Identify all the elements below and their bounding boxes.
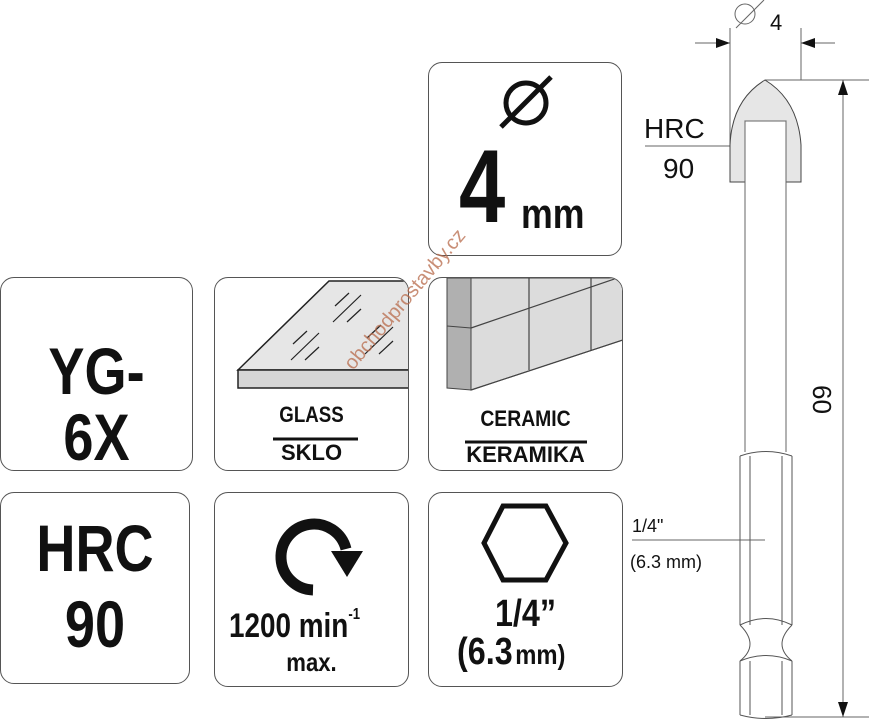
ceramic-card: CERAMIC KERAMIKA — [428, 277, 623, 471]
glass-label-cz: SKLO — [280, 440, 343, 465]
hardness-line2: 90 — [64, 587, 126, 661]
speed-card: 1200 min-1 max. — [214, 492, 409, 687]
glass-label-en: GLASS — [279, 402, 344, 427]
ceramic-label-en: CERAMIC — [480, 406, 571, 431]
hardness-card: HRC 90 — [0, 492, 190, 684]
drawing-diameter-label: 4 — [770, 10, 782, 35]
drawing-shank-line2: (6.3 mm) — [630, 552, 702, 572]
diameter-card: 4 mm — [428, 62, 622, 256]
hardness-line1: HRC — [36, 511, 154, 585]
speed-superscript: -1 — [348, 606, 361, 623]
shank-metric-value: (6.3 — [457, 631, 513, 673]
material-grade-card: YG-6X — [0, 277, 193, 471]
drawing-hrc-line2: 90 — [663, 153, 694, 184]
diameter-icon — [499, 75, 553, 129]
shank-metric: (6.3mm) — [457, 633, 565, 671]
speed-number: 1200 min — [229, 607, 349, 645]
drawing-hrc-line1: HRC — [644, 113, 705, 144]
glass-pane-icon — [236, 280, 408, 441]
ceramic-tiles-icon — [446, 278, 622, 444]
diameter-unit: mm — [521, 190, 585, 237]
hexagon-icon — [481, 503, 569, 583]
clockwise-rotation-icon — [275, 518, 363, 596]
drawing-shank-line1: 1/4" — [632, 516, 663, 536]
speed-value: 1200 min-1 — [229, 606, 361, 645]
diameter-value: 4 — [459, 129, 506, 245]
ceramic-label-cz: KERAMIKA — [466, 442, 585, 467]
shank-metric-unit: mm) — [515, 639, 566, 670]
glass-card: GLASS SKLO — [214, 277, 409, 471]
drawing-length-label: 60 — [807, 385, 837, 414]
material-grade-label: YG-6X — [48, 334, 145, 471]
shank-card: 1/4” (6.3mm) — [428, 492, 623, 687]
shank-size: 1/4” — [494, 593, 557, 635]
speed-qualifier: max. — [286, 647, 337, 677]
